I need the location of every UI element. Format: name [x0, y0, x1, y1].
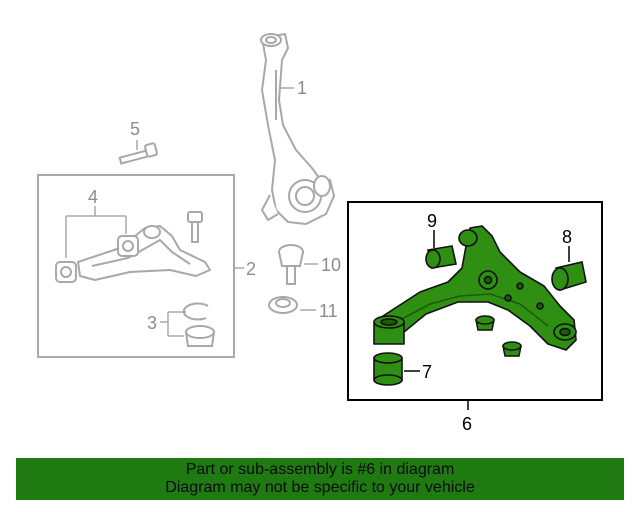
- snap-ring: [182, 302, 209, 321]
- lower-arm-box: [347, 201, 603, 401]
- dust-boot: [184, 325, 216, 347]
- nut-a: [475, 315, 495, 331]
- callout-6: 6: [462, 414, 472, 434]
- upper-control-arm: [55, 225, 211, 283]
- banner-line-1: Part or sub-assembly is #6 in diagram: [185, 461, 455, 478]
- callout-9: 9: [427, 211, 437, 231]
- steering-knuckle: [260, 33, 335, 225]
- nut-b: [502, 341, 522, 357]
- callout-2: 2: [246, 259, 256, 279]
- ball-joint-stud: [187, 211, 203, 243]
- lower-ball-joint: [278, 244, 304, 285]
- bushing-8: [551, 261, 587, 292]
- bolt: [118, 142, 158, 165]
- callout-11: 11: [319, 301, 338, 321]
- washer: [268, 296, 298, 314]
- info-banner: Part or sub-assembly is #6 in diagram Di…: [16, 458, 624, 500]
- callout-5: 5: [130, 119, 140, 139]
- callout-3: 3: [147, 313, 157, 333]
- callout-1: 1: [297, 78, 307, 98]
- lower-control-arm: [373, 225, 577, 351]
- callout-7: 7: [422, 362, 432, 382]
- upper-arm-box: [37, 174, 235, 358]
- banner-line-2: Diagram may not be specific to your vehi…: [165, 479, 475, 496]
- bushing-9: [425, 245, 457, 269]
- callout-4: 4: [88, 187, 98, 207]
- callout-10: 10: [321, 255, 341, 275]
- callout-8: 8: [562, 227, 572, 247]
- leader-3: [160, 311, 186, 337]
- bushing-7: [373, 352, 403, 386]
- leader-4: [65, 206, 127, 258]
